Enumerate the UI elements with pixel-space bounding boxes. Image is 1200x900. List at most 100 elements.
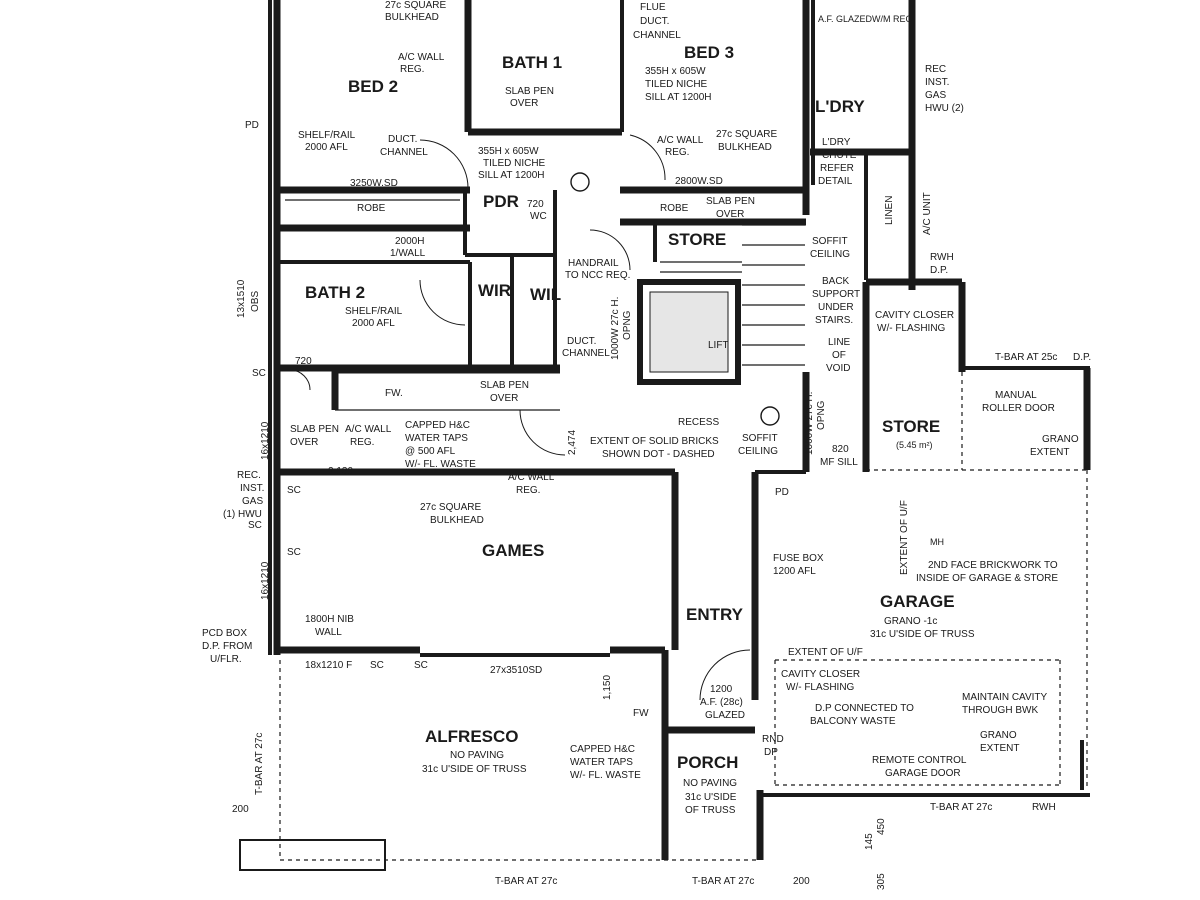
note-cavity-top-1: CAVITY CLOSER (875, 310, 954, 321)
room-bed3: BED 3 (684, 43, 734, 62)
note-af-1200-2: A.F. (28c) (700, 697, 743, 708)
note-rec-gas2-2: INST. (925, 77, 949, 88)
note-dim-450: 450 (876, 818, 887, 835)
note-duct-left-2: CHANNEL (380, 147, 428, 158)
note-maintain-cavity-2: THROUGH BWK (962, 705, 1038, 716)
note-dim-16x1210-lower: 16x1210 (260, 561, 271, 600)
note-flue-2: DUCT. (640, 16, 669, 27)
smoke-detector-icon (760, 406, 780, 426)
note-slab-pen-bath1-1: SLAB PEN (505, 86, 554, 97)
note-dim-1150: 1,150 (602, 675, 613, 700)
room-laundry: L'DRY (815, 97, 865, 116)
room-labels: BED 2 BATH 1 BED 3 L'DRY PDR STORE BATH … (305, 43, 955, 772)
note-rec-gas2-4: HWU (2) (925, 103, 964, 114)
note-capped-upper-1: CAPPED H&C (405, 420, 470, 431)
note-cavity-garage-2: W/- FLASHING (786, 682, 855, 693)
note-remote-2: GARAGE DOOR (885, 768, 961, 779)
note-grano-garage-2: EXTENT (980, 743, 1019, 754)
note-capped-upper-4: W/- FL. WASTE (405, 459, 476, 470)
note-rwh-dp-1: RWH (930, 252, 954, 263)
note-rec-gas1-1: REC. (237, 470, 261, 481)
room-wir: WIR (478, 281, 511, 300)
note-sc-left: SC (252, 368, 266, 379)
note-solid-bricks-1: EXTENT OF SOLID BRICKS (590, 436, 719, 447)
note-capped-lower-2: WATER TAPS (570, 757, 633, 768)
note-wc-1: 720 (527, 199, 544, 210)
room-bath2: BATH 2 (305, 283, 365, 302)
note-sd-3250: 3250W.SD (350, 178, 398, 189)
smoke-detector-icon (570, 172, 590, 192)
note-sq-games-1: 27c SQUARE (420, 502, 481, 513)
note-rwh-dp-2: D.P. (930, 265, 948, 276)
note-pd-garage: PD (775, 487, 789, 498)
note-tbar-bottom2: T-BAR AT 27c (692, 876, 754, 887)
note-ac-bed3-2: REG. (665, 147, 689, 158)
note-store-area: (5.45 m²) (896, 440, 933, 450)
walls (239, 0, 1091, 871)
note-ldry-chute-4: DETAIL (818, 176, 853, 187)
note-line-void-3: VOID (826, 363, 850, 374)
note-wall-2000h-2: 1/WALL (390, 248, 426, 259)
room-store-upper: STORE (668, 230, 726, 249)
note-rnd-dp-1: RND (762, 734, 784, 745)
note-sc-a: SC (370, 660, 384, 671)
note-back-support-2: SUPPORT (812, 289, 860, 300)
room-alfresco: ALFRESCO (425, 727, 519, 746)
note-back-support-1: BACK (822, 276, 850, 287)
note-sc-c: SC (248, 520, 262, 531)
note-opng-right-2: OPNG (816, 400, 827, 430)
note-remote-1: REMOTE CONTROL (872, 755, 967, 766)
note-flue-3: CHANNEL (633, 30, 681, 41)
room-pdr: PDR (483, 192, 519, 211)
note-niche-center-2: TILED NICHE (483, 158, 546, 169)
note-maintain-cavity-1: MAINTAIN CAVITY (962, 692, 1048, 703)
note-sq-bed3-1: 27c SQUARE (716, 129, 777, 140)
note-mf-sill: MF SILL (820, 457, 858, 468)
note-fuse-box-1: FUSE BOX (773, 553, 824, 564)
note-af-1200-1: 1200 (710, 684, 733, 695)
note-rnd-dp-2: DP (764, 747, 778, 758)
note-tbar-left: T-BAR AT 27c (254, 733, 265, 795)
note-pd: PD (245, 120, 259, 131)
note-back-support-3: UNDER (818, 302, 854, 313)
note-sq-bulkhead-top-1: 27c SQUARE (385, 0, 446, 11)
note-wc-2: WC (530, 211, 547, 222)
note-ac-left-1: A/C WALL (345, 424, 392, 435)
note-pcd-3: U/FLR. (210, 654, 242, 665)
note-niche-bed3-1: 355H x 605W (645, 66, 706, 77)
note-robe-left: ROBE (357, 203, 386, 214)
note-dp-connected-2: BALCONY WASTE (810, 716, 896, 727)
room-games: GAMES (482, 541, 544, 560)
note-capped-lower-3: W/- FL. WASTE (570, 770, 641, 781)
room-porch: PORCH (677, 753, 738, 772)
room-bed2: BED 2 (348, 77, 398, 96)
note-manual-roller-2: ROLLER DOOR (982, 403, 1055, 414)
note-tbar-right: T-BAR AT 27c (930, 802, 992, 813)
note-grano-store-1: GRANO (1042, 434, 1079, 445)
note-sc-b: SC (414, 660, 428, 671)
note-sd-2800: 2800W.SD (675, 176, 723, 187)
note-dp-connected-1: D.P CONNECTED TO (815, 703, 914, 714)
room-store: STORE (882, 417, 940, 436)
note-rwh: RWH (1032, 802, 1056, 813)
note-capped-upper-2: WATER TAPS (405, 433, 468, 444)
note-extent-uf-v: EXTENT OF U/F (899, 500, 910, 575)
note-tbar-bottom1: T-BAR AT 27c (495, 876, 557, 887)
note-ac-left-2: REG. (350, 437, 374, 448)
note-door-820: 820 (832, 444, 849, 455)
note-sq-bed3-2: BULKHEAD (718, 142, 772, 153)
note-fw-upper: FW. (385, 388, 403, 399)
note-duct-center-2: CHANNEL (562, 348, 610, 359)
note-dim-2474: 2,474 (567, 430, 578, 455)
note-grano-store-2: EXTENT (1030, 447, 1069, 458)
note-nib-2: WALL (315, 627, 342, 638)
note-ldry-chute-1: L'DRY (822, 137, 851, 148)
note-shelf-bed2-1: SHELF/RAIL (298, 130, 356, 141)
note-brickwork-1: 2ND FACE BRICKWORK TO (928, 560, 1058, 571)
note-shelf-bath2-2: 2000 AFL (352, 318, 395, 329)
note-handrail-2: TO NCC REQ. (565, 270, 630, 281)
note-af-glazed-top: A.F. GLAZED (818, 14, 873, 24)
note-tbar-25c: T-BAR AT 25c (995, 352, 1057, 363)
note-niche-bed3-2: TILED NICHE (645, 79, 708, 90)
note-slab-pen-center-1: SLAB PEN (480, 380, 529, 391)
